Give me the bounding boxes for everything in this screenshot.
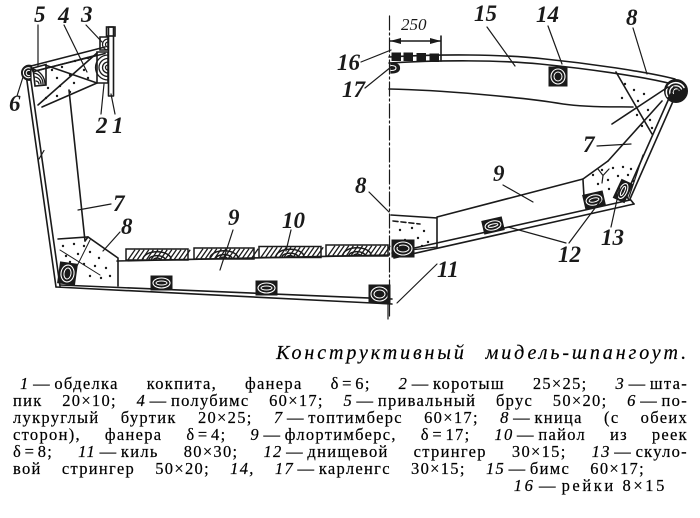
svg-text:6: 6 <box>9 91 21 116</box>
svg-text:16: 16 <box>337 50 361 75</box>
svg-text:8: 8 <box>355 173 367 198</box>
svg-text:13: 13 <box>601 225 624 250</box>
svg-text:2: 2 <box>95 113 108 138</box>
svg-text:9: 9 <box>228 205 240 230</box>
svg-text:8: 8 <box>626 5 638 30</box>
svg-text:11: 11 <box>437 257 459 282</box>
svg-text:7: 7 <box>113 191 126 216</box>
svg-text:14: 14 <box>536 2 559 27</box>
svg-text:5: 5 <box>34 2 46 27</box>
svg-text:17: 17 <box>342 77 367 102</box>
svg-text:9: 9 <box>493 161 505 186</box>
svg-text:10: 10 <box>282 208 306 233</box>
svg-text:8: 8 <box>121 214 133 239</box>
svg-text:250: 250 <box>401 15 427 34</box>
svg-text:1: 1 <box>112 113 124 138</box>
svg-text:12: 12 <box>558 242 581 267</box>
svg-text:7: 7 <box>583 132 596 157</box>
svg-text:4: 4 <box>57 3 70 28</box>
svg-text:15: 15 <box>474 1 497 26</box>
svg-text:3: 3 <box>80 2 93 27</box>
